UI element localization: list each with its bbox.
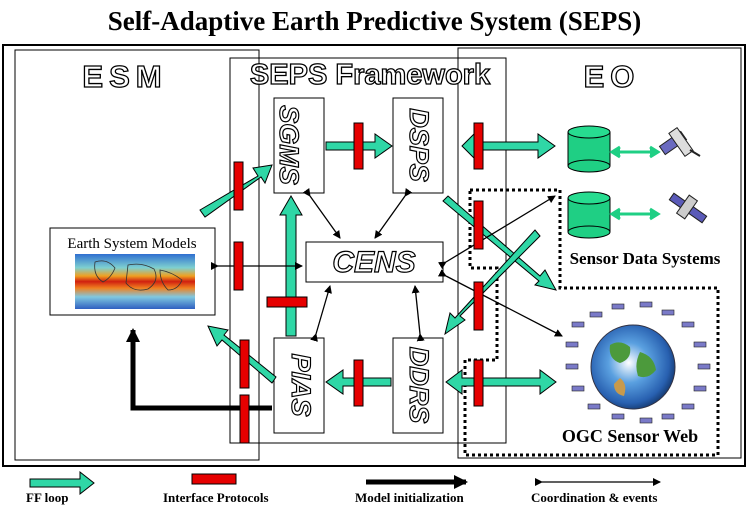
ddrs-label: DDRS bbox=[404, 347, 434, 424]
dsps-box bbox=[392, 97, 444, 194]
cens-label: CENS bbox=[332, 246, 415, 279]
legend-model-initialization-label: Model initialization bbox=[355, 490, 464, 505]
satellite-icon bbox=[668, 192, 708, 224]
data-cylinder-1 bbox=[567, 125, 611, 173]
coord-arrow-pias-cens bbox=[310, 285, 332, 342]
legend-interface-protocols-label: Interface Protocols bbox=[163, 490, 269, 505]
cylinder-satellite-link-1 bbox=[609, 145, 661, 159]
sgms-box bbox=[273, 97, 325, 194]
interface-bar bbox=[473, 359, 484, 407]
coord-arrow-ddrs-cens bbox=[411, 285, 425, 342]
ff-arrow-eo-to-ddrs bbox=[445, 369, 557, 395]
sgms-label: SGMS bbox=[274, 105, 304, 185]
coord-arrow-cens-sensorweb bbox=[437, 269, 563, 337]
satellite-icon bbox=[658, 126, 701, 158]
eo-region-label: EO bbox=[584, 59, 641, 94]
climate-map-image bbox=[75, 254, 195, 309]
coord-arrow-sgms-cens bbox=[302, 187, 341, 239]
legend-ff-loop-label: FF loop bbox=[26, 490, 69, 505]
ogc-sensor-web-label: OGC Sensor Web bbox=[562, 426, 698, 446]
pias-box bbox=[273, 337, 325, 434]
outer-frame bbox=[2, 44, 746, 467]
coord-arrow-dsps-cens bbox=[374, 187, 413, 239]
page-title: Self-Adaptive Earth Predictive System (S… bbox=[107, 6, 642, 36]
framework-region-label: SEPS Framework bbox=[250, 59, 491, 91]
legend-interface-swatch bbox=[191, 473, 237, 485]
sensor-data-systems-label: Sensor Data Systems bbox=[570, 249, 721, 268]
pias-label: PIAS bbox=[286, 353, 316, 416]
interface-bar bbox=[473, 122, 484, 170]
legend-coordination-label: Coordination & events bbox=[531, 490, 658, 505]
dsps-label: DSPS bbox=[404, 108, 434, 182]
model-initialization-arrow bbox=[126, 328, 272, 411]
ff-arrow-sensordata-to-ddrs bbox=[444, 229, 541, 336]
interface-bar bbox=[239, 394, 250, 444]
interface-bar bbox=[353, 122, 364, 170]
cylinder-satellite-link-2 bbox=[609, 207, 661, 221]
interface-bar bbox=[473, 281, 484, 331]
coord-arrow-cens-sensordata bbox=[437, 195, 556, 270]
esm-region-box bbox=[14, 49, 260, 461]
sensor-web-globe bbox=[590, 324, 676, 410]
interface-bar bbox=[473, 200, 484, 250]
legend-ff-loop-arrow bbox=[29, 470, 95, 496]
data-cylinder-2 bbox=[567, 191, 611, 239]
sensor-web-satellites bbox=[565, 301, 711, 424]
interface-bar bbox=[353, 359, 364, 407]
interface-bar bbox=[266, 296, 308, 308]
interface-bar bbox=[233, 241, 244, 291]
interface-bar bbox=[233, 161, 244, 211]
earth-system-models-label: Earth System Models bbox=[67, 236, 196, 252]
interface-bar bbox=[239, 339, 250, 389]
ddrs-box bbox=[392, 337, 444, 434]
esm-region-label: ESM bbox=[82, 59, 167, 94]
